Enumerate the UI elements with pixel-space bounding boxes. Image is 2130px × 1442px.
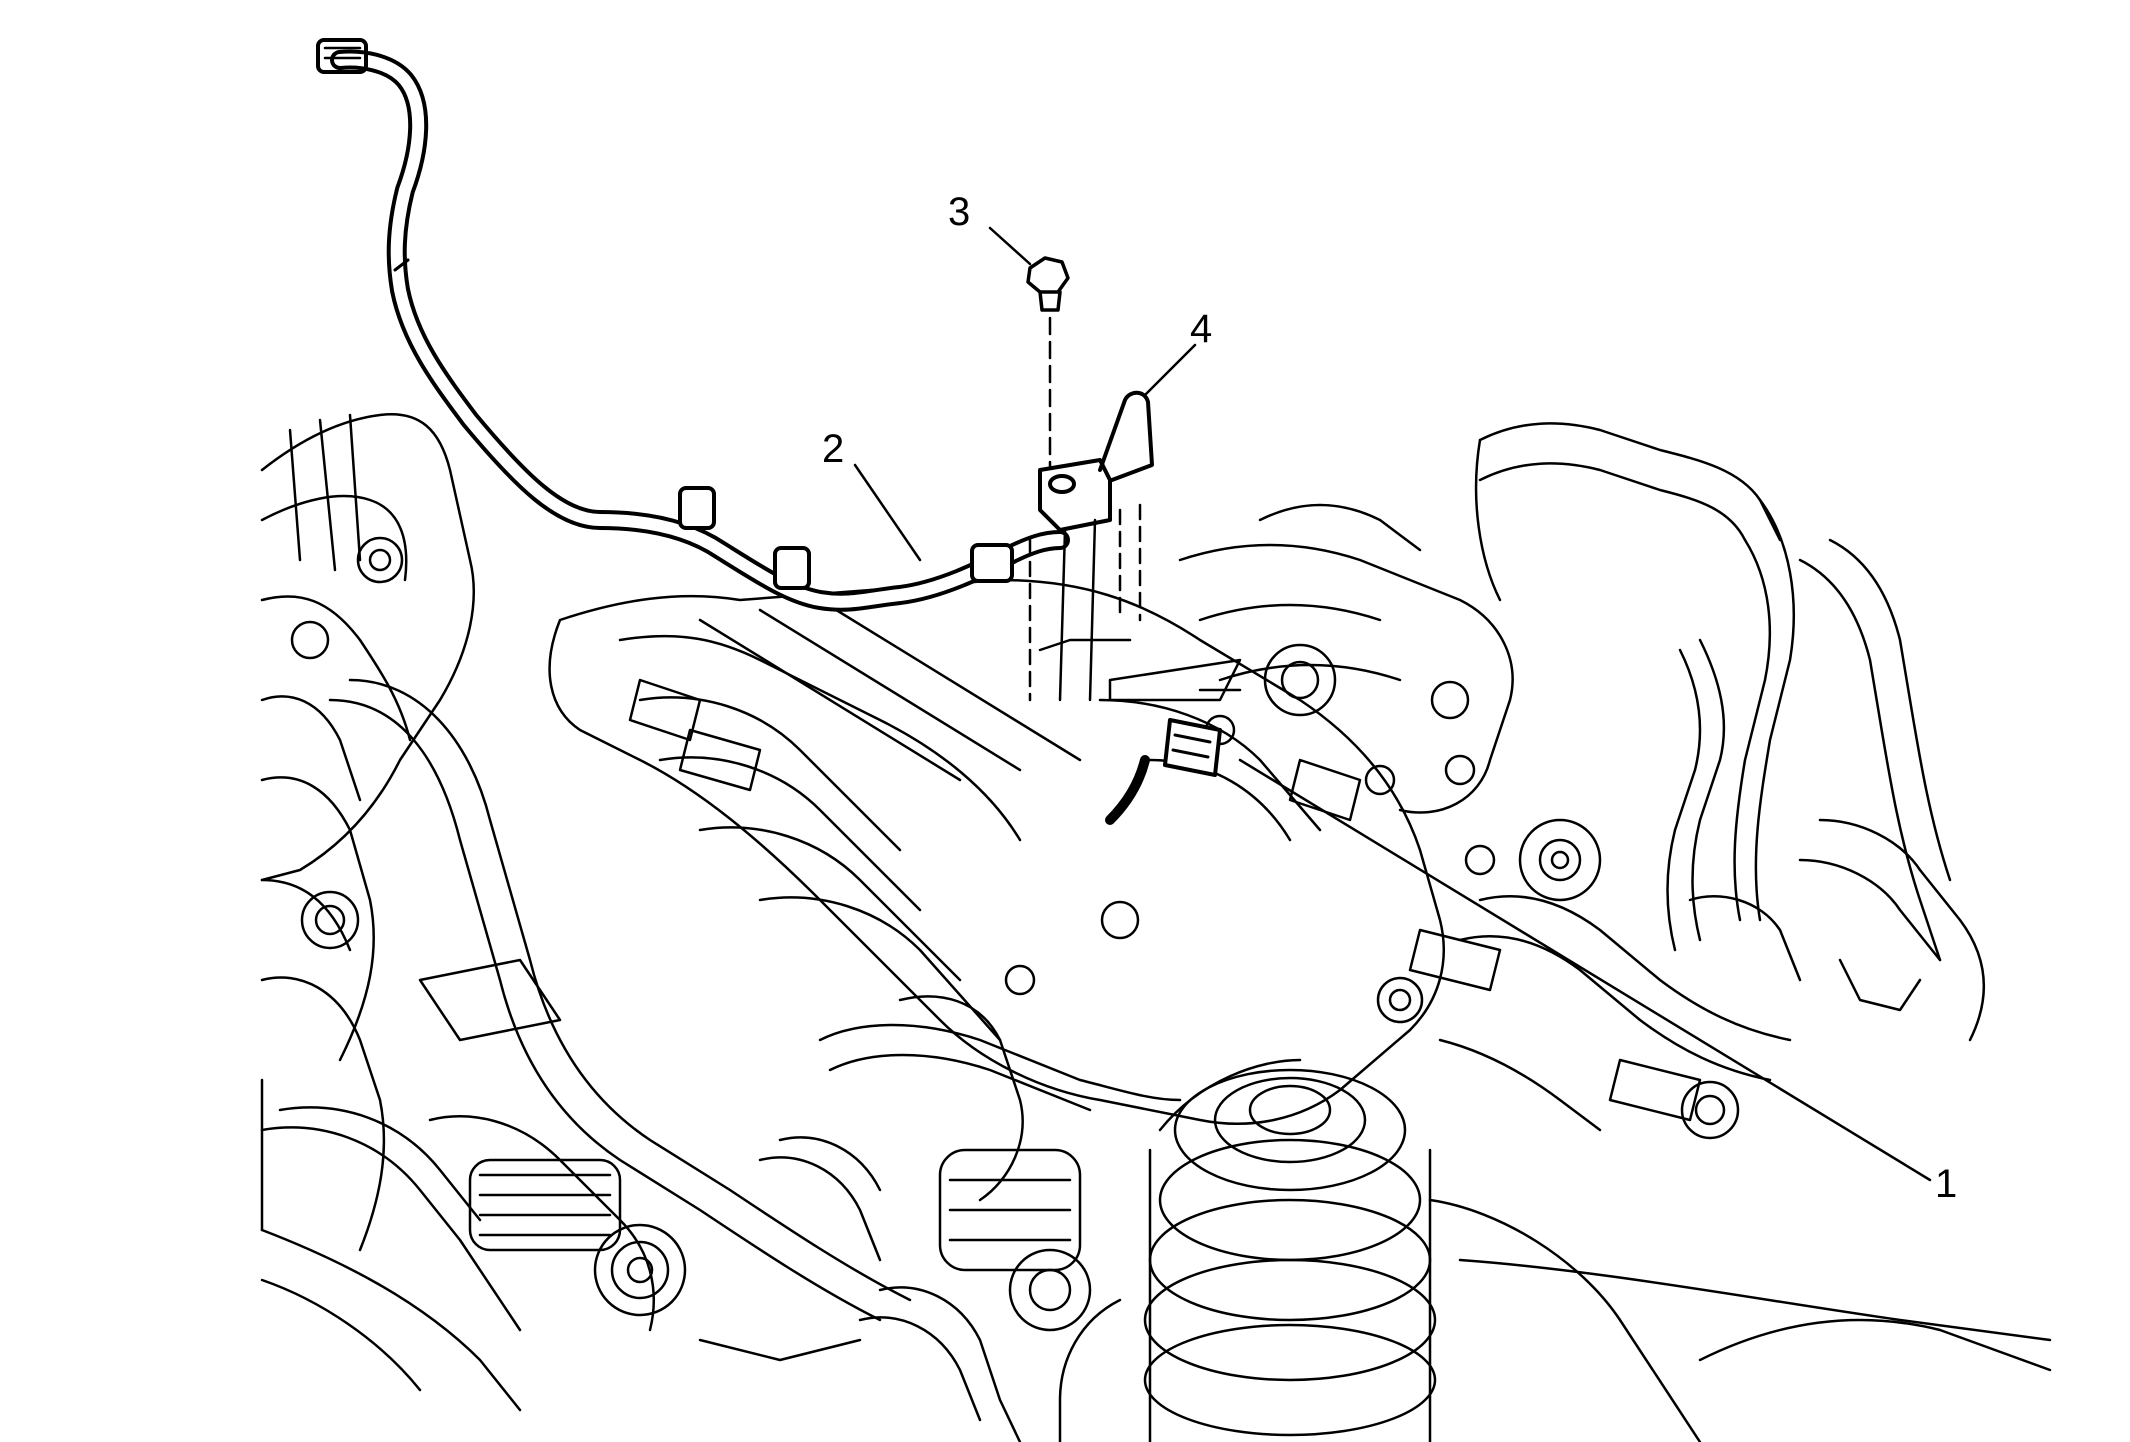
leader-3 [988, 226, 1032, 266]
callout-label-4: 4 [1190, 307, 1212, 351]
vapor-tube-component-2 [316, 38, 1070, 612]
callout-label-2: 2 [822, 427, 844, 471]
bracket-component-4 [1028, 390, 1242, 702]
engine-bay-background [260, 413, 2052, 1442]
callout-label-3: 3 [948, 190, 970, 234]
callout-label-1: 1 [1935, 1162, 1957, 1206]
leader-4 [1143, 343, 1197, 397]
leader-2 [853, 463, 922, 562]
bolt-component-3 [1026, 256, 1070, 472]
callout-leaders [853, 226, 1197, 562]
component-1-leader [1238, 758, 1932, 1182]
electrical-connector [1105, 718, 1222, 825]
